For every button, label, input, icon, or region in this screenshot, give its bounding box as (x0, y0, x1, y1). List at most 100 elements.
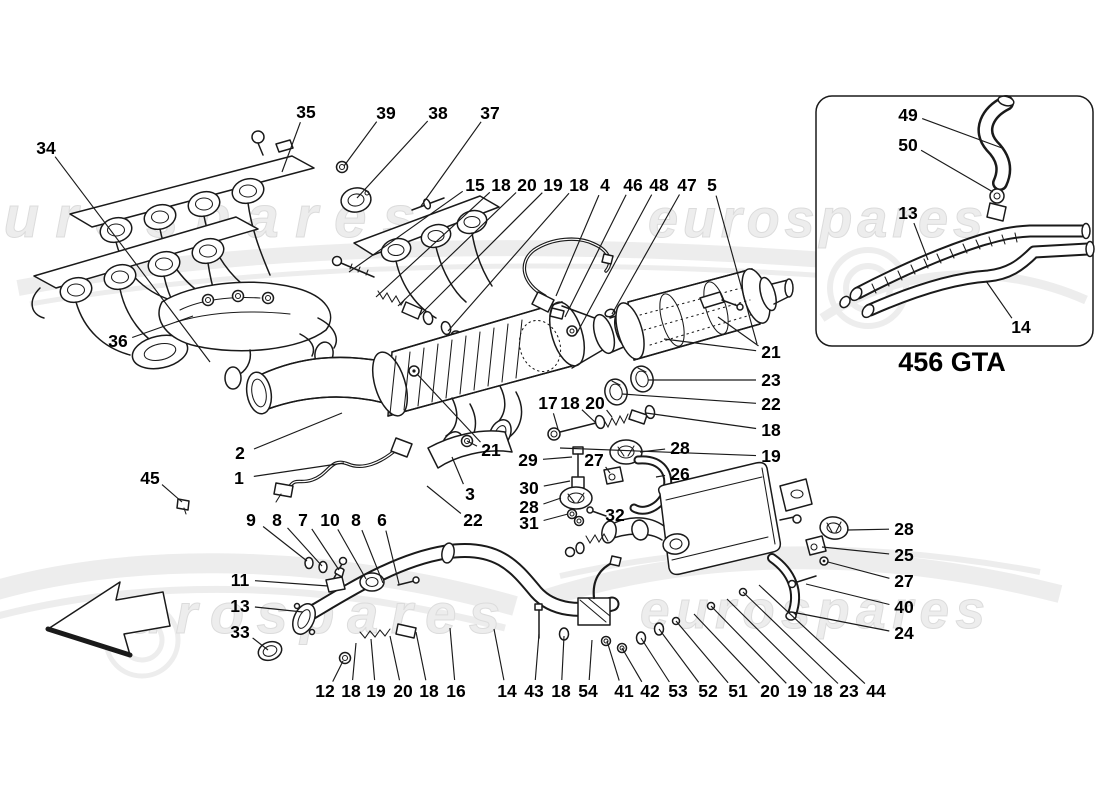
callout-54: 54 (578, 681, 598, 701)
leader-line-42 (621, 647, 643, 683)
leader-line-7 (311, 528, 340, 571)
watermark-bottom-right: eurospares (640, 581, 985, 640)
callout-2: 2 (235, 443, 245, 463)
leader-line-19 (559, 447, 757, 457)
leader-line-41 (606, 640, 620, 681)
pipe-hatching (871, 232, 1018, 294)
leader-line-28 (543, 497, 562, 505)
callout-26: 26 (670, 464, 690, 484)
callout-18: 18 (569, 175, 589, 195)
leader-line-28 (639, 448, 666, 453)
callout-44: 44 (866, 681, 886, 701)
leader-line-15 (348, 190, 464, 273)
callout-1: 1 (234, 468, 244, 488)
callout-30: 30 (519, 478, 539, 498)
callout-9: 9 (246, 510, 256, 530)
callout-21: 21 (761, 342, 781, 362)
leader-line-2 (253, 412, 343, 450)
callout-16: 16 (446, 681, 466, 701)
leader-line-13 (913, 222, 929, 261)
callout-37: 37 (480, 103, 499, 123)
leader-line-27 (605, 466, 611, 474)
leader-line-40 (805, 583, 890, 606)
callout-48: 48 (649, 175, 669, 195)
callout-18: 18 (491, 175, 511, 195)
leader-line-6 (385, 530, 400, 585)
callout-17: 17 (538, 393, 557, 413)
leader-line-30 (543, 480, 571, 487)
callout-31: 31 (519, 513, 539, 533)
leader-line-19 (710, 605, 787, 684)
exhaust-manifold-shielded (158, 281, 338, 390)
callout-7: 7 (298, 510, 308, 530)
leader-line-17 (552, 413, 559, 430)
callout-5: 5 (707, 175, 717, 195)
leader-line-9 (262, 526, 308, 562)
leader-line-10 (337, 529, 367, 580)
callout-13: 13 (230, 596, 250, 616)
leader-line-18 (415, 631, 427, 681)
leader-line-18 (645, 412, 757, 430)
callout-18: 18 (560, 393, 580, 413)
callout-19: 19 (366, 681, 386, 701)
rear-muffler (564, 461, 813, 576)
callout-20: 20 (393, 681, 413, 701)
leader-line-16 (449, 627, 456, 681)
callout-29: 29 (518, 450, 538, 470)
callout-41: 41 (614, 681, 634, 701)
callout-28: 28 (670, 438, 690, 458)
callout-28: 28 (519, 497, 539, 517)
callout-24: 24 (894, 623, 914, 643)
callout-21: 21 (481, 440, 501, 460)
leader-line-20 (693, 613, 760, 684)
leader-line-43 (534, 633, 540, 681)
leader-line-53 (640, 637, 670, 683)
callout-28: 28 (894, 519, 914, 539)
callout-6: 6 (377, 510, 387, 530)
callout-20: 20 (760, 681, 780, 701)
callout-23: 23 (839, 681, 859, 701)
spring-bolt-cluster-mid (547, 404, 656, 441)
callout-52: 52 (698, 681, 718, 701)
callout-19: 19 (543, 175, 563, 195)
leader-line-11 (254, 580, 329, 587)
leader-line-38 (356, 120, 429, 199)
leader-line-24 (791, 611, 890, 632)
callout-46: 46 (623, 175, 643, 195)
leader-line-37 (420, 121, 482, 207)
leader-line-36 (132, 315, 194, 339)
callout-25: 25 (894, 545, 914, 565)
leader-line-12 (332, 660, 344, 682)
leader-line-33 (252, 637, 269, 651)
callout-10: 10 (320, 510, 340, 530)
leader-line-48 (576, 194, 653, 334)
leader-line-32 (596, 512, 601, 515)
callout-51: 51 (728, 681, 748, 701)
callout-20: 20 (585, 393, 605, 413)
callout-11: 11 (231, 570, 250, 590)
crossover-pipe (176, 498, 620, 665)
leader-line-31 (543, 513, 569, 522)
bottom-hardware-cluster (534, 555, 748, 654)
leader-line-18 (352, 642, 357, 681)
leader-line-18 (561, 635, 565, 681)
callout-35: 35 (296, 102, 316, 122)
leader-line-18 (581, 409, 597, 424)
callout-19: 19 (761, 446, 781, 466)
leader-line-3 (451, 456, 464, 485)
callout-50: 50 (898, 135, 918, 155)
leader-line-49 (922, 118, 1003, 149)
callout-53: 53 (668, 681, 688, 701)
callout-38: 38 (428, 103, 448, 123)
leader-line-21 (717, 316, 759, 347)
inset-caption: 456 GTA (898, 347, 1006, 377)
callout-36: 36 (108, 331, 128, 351)
leader-line-25 (821, 546, 890, 555)
callout-18: 18 (419, 681, 439, 701)
leader-line-5 (715, 195, 758, 345)
callout-13: 13 (898, 203, 918, 223)
leader-line-34 (54, 156, 211, 363)
callout-18: 18 (761, 420, 781, 440)
callout-18: 18 (551, 681, 571, 701)
